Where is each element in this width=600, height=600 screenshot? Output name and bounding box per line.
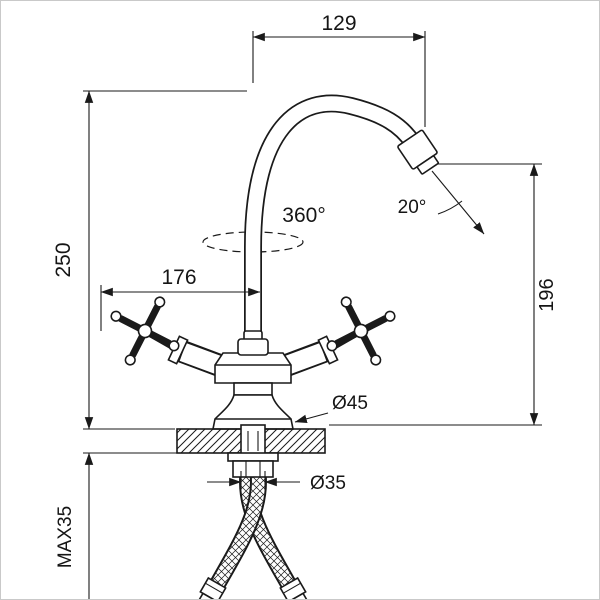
supply-hoses [197, 472, 309, 599]
height-right-label: 196 [536, 278, 558, 311]
hose-fitting-right [279, 576, 309, 599]
dimension-max-thickness: MAX35 [55, 452, 227, 599]
spray-head [397, 129, 440, 175]
annotation-swivel: 360° [282, 204, 325, 227]
height-left-label: 250 [52, 242, 75, 277]
dimension-height-right: 196 [329, 163, 558, 426]
spray-angle-label: 20° [398, 197, 427, 218]
dimension-base-diameter: Ø45 [294, 393, 368, 423]
spout-tube [244, 94, 421, 353]
swivel-angle-label: 360° [282, 204, 325, 227]
hose-right-to-left [209, 472, 268, 590]
hose-fitting-left [197, 576, 227, 599]
hose-left-to-right [238, 472, 297, 590]
base-diameter-label: Ø45 [332, 393, 368, 414]
base-escutcheon [212, 394, 294, 430]
dimension-body-width: 176 [100, 266, 261, 331]
spout-reach-label: 129 [321, 12, 356, 35]
body-width-label: 176 [161, 266, 196, 289]
hole-diameter-label: Ø35 [310, 473, 346, 494]
right-cross-handle [326, 296, 396, 366]
dimension-hole-diameter: Ø35 [207, 471, 346, 494]
dimension-spout-reach: 129 [252, 12, 426, 127]
left-cross-handle [110, 296, 180, 366]
max-thickness-label: MAX35 [55, 506, 76, 568]
locking-nut [227, 452, 279, 478]
annotation-spray-angle: 20° [398, 170, 485, 235]
faucet-body [212, 330, 294, 430]
dimension-height-left: 250 [52, 90, 247, 430]
